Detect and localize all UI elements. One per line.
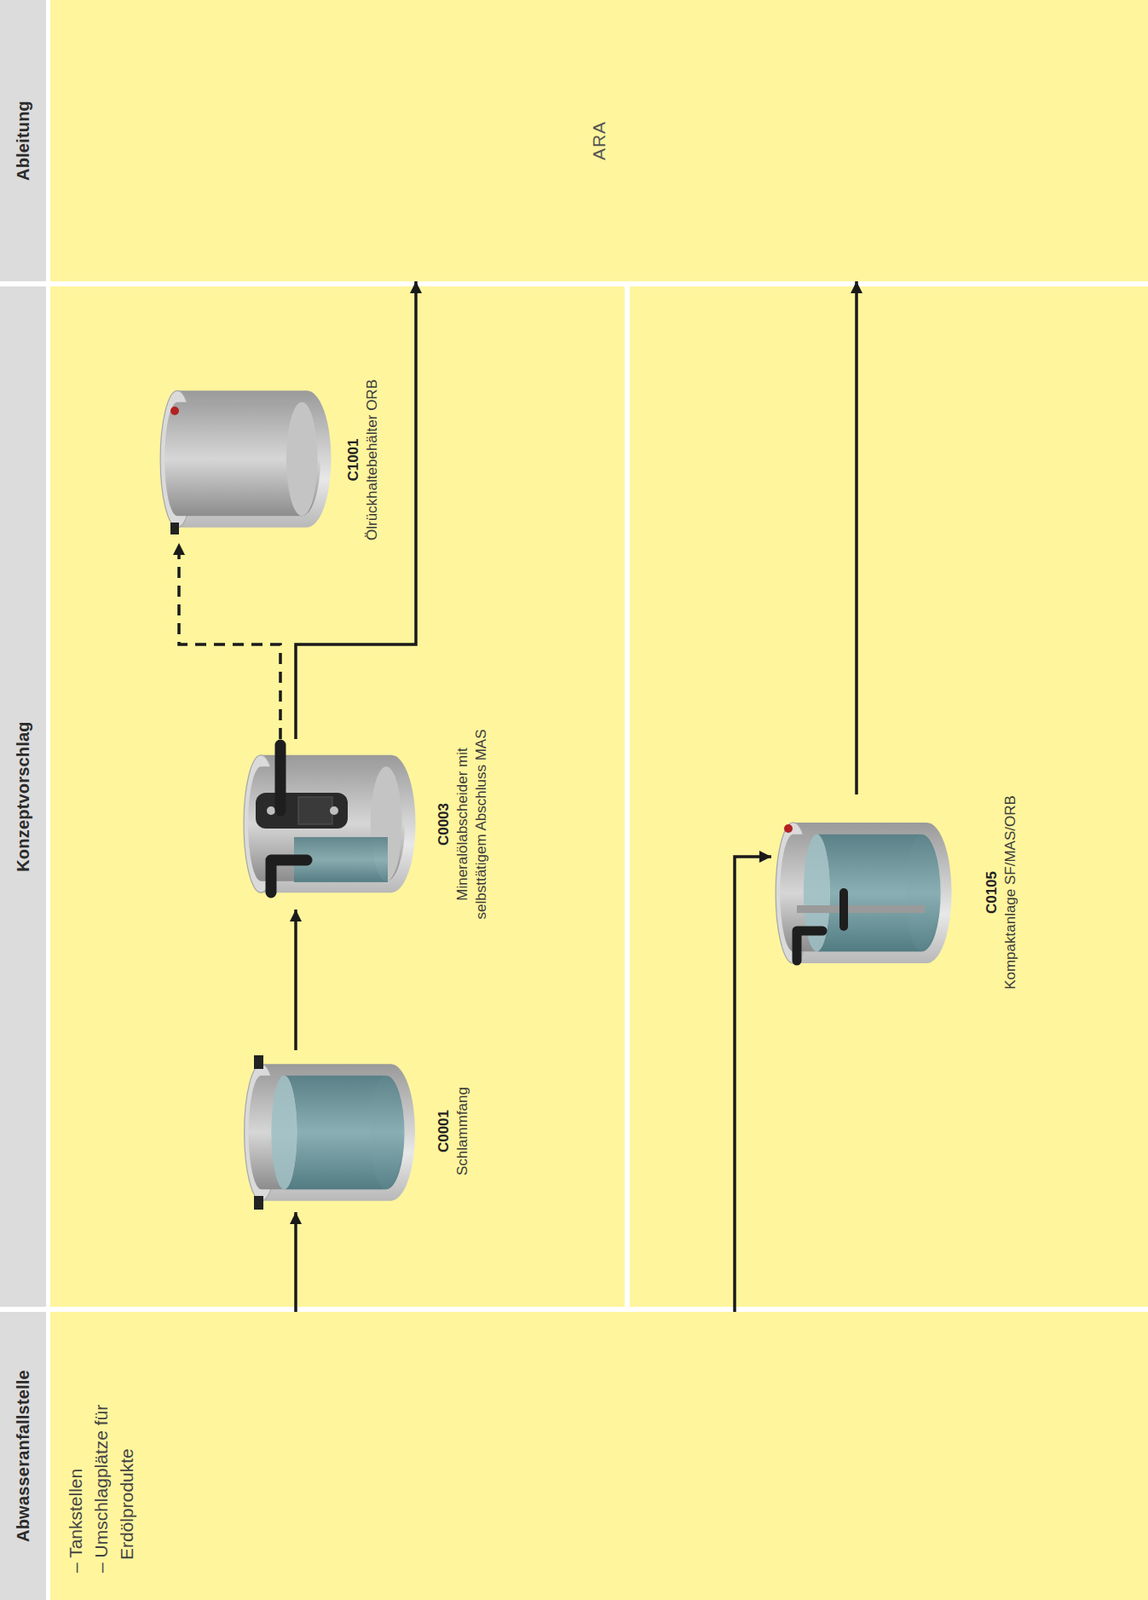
unit-description: Mineralölabscheider mit selbsttätigem Ab… [453, 713, 491, 935]
treatment-unit: C1001Ölrückhaltebehälter ORB [144, 376, 401, 543]
unit-label: C0001Schlammfang [434, 1020, 473, 1242]
column-title: Ableitung [13, 100, 34, 181]
unit-label: C0105Kompaktanlage SF/MAS/ORB [982, 781, 1021, 1004]
source-item: – Tankstellen [63, 1376, 89, 1573]
column-header: Abwasseranfallstelle [0, 1311, 51, 1600]
discharge-area: ARA [50, 0, 1148, 282]
unit-code: C1001 [344, 349, 364, 572]
unit-label: C1001Ölrückhaltebehälter ORB [344, 349, 382, 572]
unit-code: C0001 [434, 1020, 454, 1242]
unit-description: Ölrückhaltebehälter ORB [363, 349, 382, 572]
column-title: Abwasseranfallstelle [13, 1369, 34, 1542]
treatment-unit: C0105Kompaktanlage SF/MAS/ORB [771, 794, 1036, 991]
treatment-unit: C0003Mineralölabscheider mit selbsttätig… [230, 738, 520, 910]
source-list: – Tankstellen– Umschlagplätze für Erdölp… [63, 1376, 140, 1573]
column-band: Ableitung ARA [0, 0, 1148, 282]
unit-description: Kompaktanlage SF/MAS/ORB [1001, 781, 1021, 1004]
discharge-label: ARA [588, 121, 610, 161]
treatment-unit: C0001Schlammfang [230, 1049, 482, 1212]
source-item: – Umschlagplätze für Erdölprodukte [88, 1376, 140, 1573]
unit-description: Schlammfang [453, 1020, 473, 1242]
column-header: Konzeptvorschlag [0, 286, 51, 1307]
column-header: Ableitung [0, 0, 51, 282]
column-band: KonzeptvorschlagC0001Schlammfang C0003Min… [0, 286, 1148, 1307]
unit-code: C0003 [434, 713, 454, 935]
column-band: Abwasseranfallstelle – Tankstellen– Umsch… [0, 1311, 1148, 1600]
unit-code: C0105 [982, 781, 1002, 1004]
column-title: Konzeptvorschlag [13, 721, 34, 872]
unit-label: C0003Mineralölabscheider mit selbsttätig… [434, 713, 491, 935]
